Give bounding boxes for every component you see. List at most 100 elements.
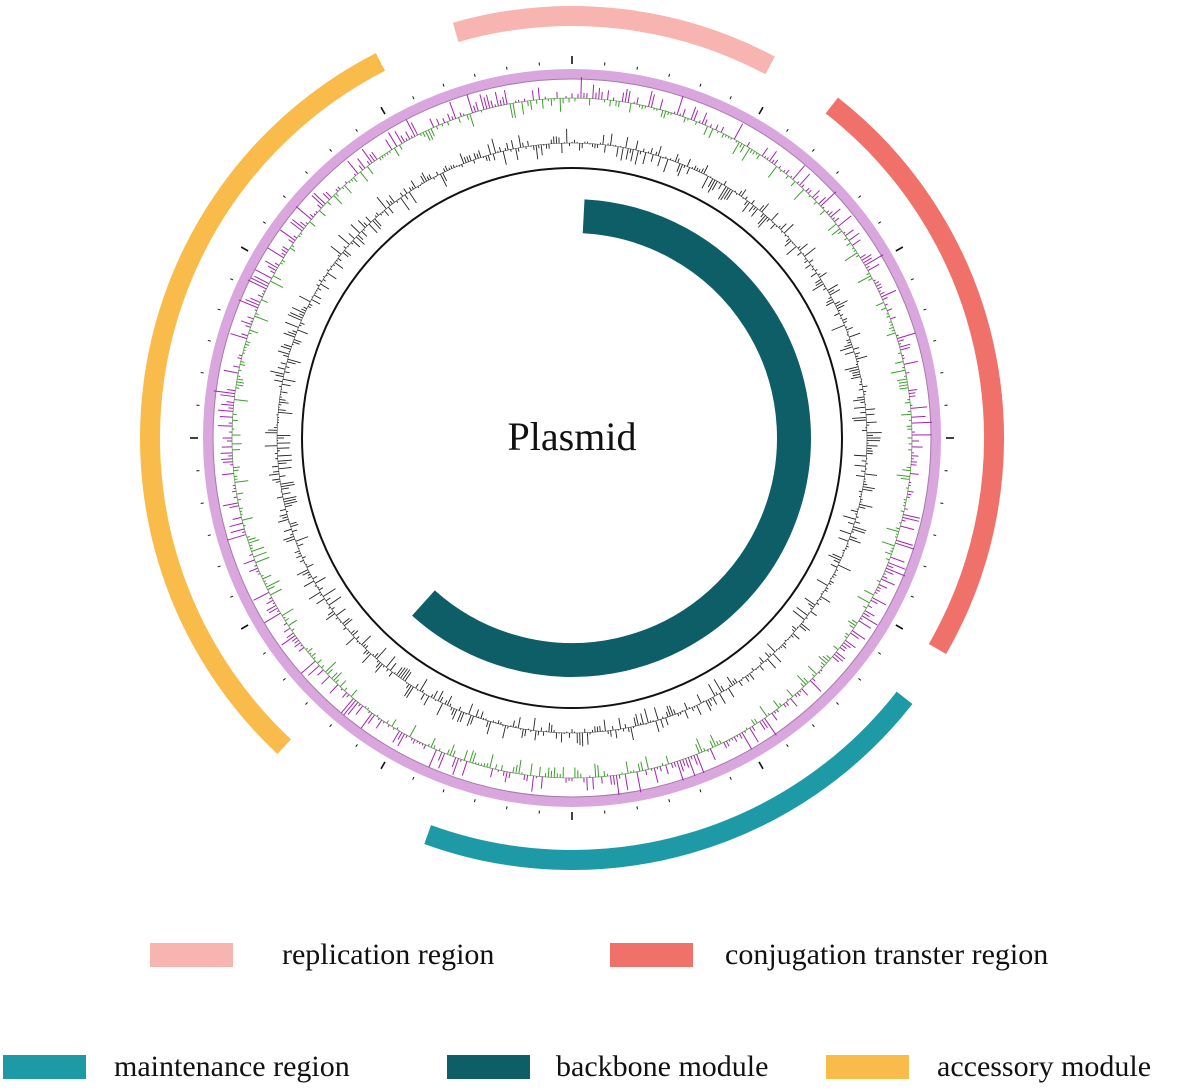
gc-content-bar: [759, 205, 765, 211]
gc-content-bar: [318, 587, 324, 591]
gc-content-bar: [707, 178, 714, 188]
gc-content-bar: [677, 158, 680, 163]
gc-skew-bar: [884, 551, 892, 555]
gc-content-bar: [738, 680, 743, 687]
gc-content-bar: [459, 153, 465, 164]
gc-content-bar: [790, 635, 794, 638]
tick-mark: [240, 624, 249, 630]
gc-content-bar: [468, 703, 474, 715]
gc-content-bar: [298, 552, 301, 555]
gc-content-bar: [333, 264, 336, 267]
legend-item-maintenance: maintenance region: [3, 1050, 350, 1083]
gc-content-bar: [693, 165, 697, 170]
gc-content-bar: [330, 265, 333, 268]
gc-skew-bar: [261, 299, 268, 303]
gc-skew-bar: [433, 745, 436, 749]
gc-content-track: [264, 128, 882, 747]
gc-skew-bar: [291, 245, 295, 248]
tick-mark: [230, 595, 234, 598]
gc-skew-bar: [526, 775, 529, 782]
gc-content-bar: [792, 633, 800, 640]
gc-content-bar: [317, 287, 322, 291]
gc-skew-bar: [904, 401, 911, 404]
gc-skew-bar: [358, 703, 361, 707]
gc-skew-bar: [875, 301, 884, 307]
gc-content-bar: [299, 324, 302, 327]
gc-skew-bar: [902, 516, 920, 522]
gc-skew-bar: [800, 683, 805, 688]
gc-skew-bar: [375, 719, 383, 729]
gc-content-bar: [780, 230, 783, 233]
gc-content-bar: [376, 660, 379, 663]
gc-content-bar: [274, 379, 283, 383]
tick-mark: [668, 799, 671, 803]
gc-content-bar: [283, 332, 295, 338]
gc-content-bar: [406, 686, 414, 699]
tick-mark: [506, 66, 508, 70]
gc-skew-bar: [469, 750, 474, 763]
gc-content-bar: [320, 283, 330, 290]
gc-content-bar: [277, 459, 293, 462]
gc-content-bar: [700, 168, 704, 174]
gc-skew-bar: [709, 748, 716, 761]
gc-skew-bar: [239, 507, 243, 510]
gc-skew-bar: [307, 665, 320, 676]
gc-skew-bar: [357, 158, 366, 169]
gc-skew-bar: [890, 324, 893, 326]
gc-skew-bar: [435, 126, 439, 130]
gc-skew-bar: [863, 605, 867, 609]
gc-content-bar: [283, 354, 289, 358]
backbone-ring-edge: [212, 78, 932, 798]
gc-skew-bar: [494, 104, 497, 107]
gc-content-bar: [433, 177, 435, 180]
gc-content-bar: [842, 317, 848, 321]
gc-skew-bar: [647, 90, 653, 107]
tick-mark: [940, 502, 944, 504]
backbone-module-arc: [412, 199, 811, 677]
gc-content-bar: [390, 662, 397, 671]
gc-content-bar: [299, 295, 311, 303]
gc-skew-bar: [909, 392, 916, 395]
tick-mark: [412, 776, 415, 780]
gc-skew-bar: [685, 758, 690, 768]
tick-mark: [699, 789, 702, 793]
gc-skew-bar: [886, 312, 889, 315]
gc-content-bar: [439, 696, 444, 703]
gc-content-bar: [759, 662, 762, 665]
gc-content-bar: [357, 220, 366, 228]
gc-content-bar: [727, 687, 735, 698]
gc-skew-bar: [364, 705, 367, 709]
gc-skew-bar: [696, 738, 703, 753]
gc-skew-bar: [523, 774, 526, 781]
gc-skew-bar: [342, 692, 348, 698]
gc-content-bar: [295, 536, 309, 542]
gc-skew-bar: [477, 762, 480, 765]
gc-skew-bar: [728, 739, 731, 742]
gc-content-bar: [325, 597, 331, 602]
gc-skew-bar: [885, 567, 906, 577]
gc-content-bar: [586, 732, 589, 745]
gc-content-bar: [275, 481, 281, 483]
gc-skew-bar: [427, 129, 434, 140]
gc-skew-bar: [693, 110, 699, 121]
gc-skew-bar: [786, 698, 789, 701]
gc-content-bar: [840, 314, 844, 317]
gc-content-bar: [740, 679, 743, 682]
gc-content-bar: [408, 187, 412, 191]
gc-skew-bar: [281, 259, 286, 263]
gc-skew-bar: [366, 707, 370, 710]
gc-content-bar: [691, 707, 694, 712]
gc-skew-bar: [416, 740, 419, 743]
gc-skew-bar: [283, 622, 288, 626]
gc-content-bar: [272, 465, 279, 468]
gc-skew-bar: [820, 665, 824, 669]
gc-content-bar: [793, 244, 795, 246]
gc-skew-bar: [799, 690, 802, 693]
gc-content-bar: [420, 693, 425, 701]
gc-skew-bar: [315, 210, 318, 214]
gc-skew-bar: [851, 247, 855, 250]
gc-content-bar: [328, 596, 342, 606]
gc-content-bar: [804, 258, 807, 260]
gc-content-bar: [842, 549, 845, 552]
tick-mark: [200, 502, 204, 504]
